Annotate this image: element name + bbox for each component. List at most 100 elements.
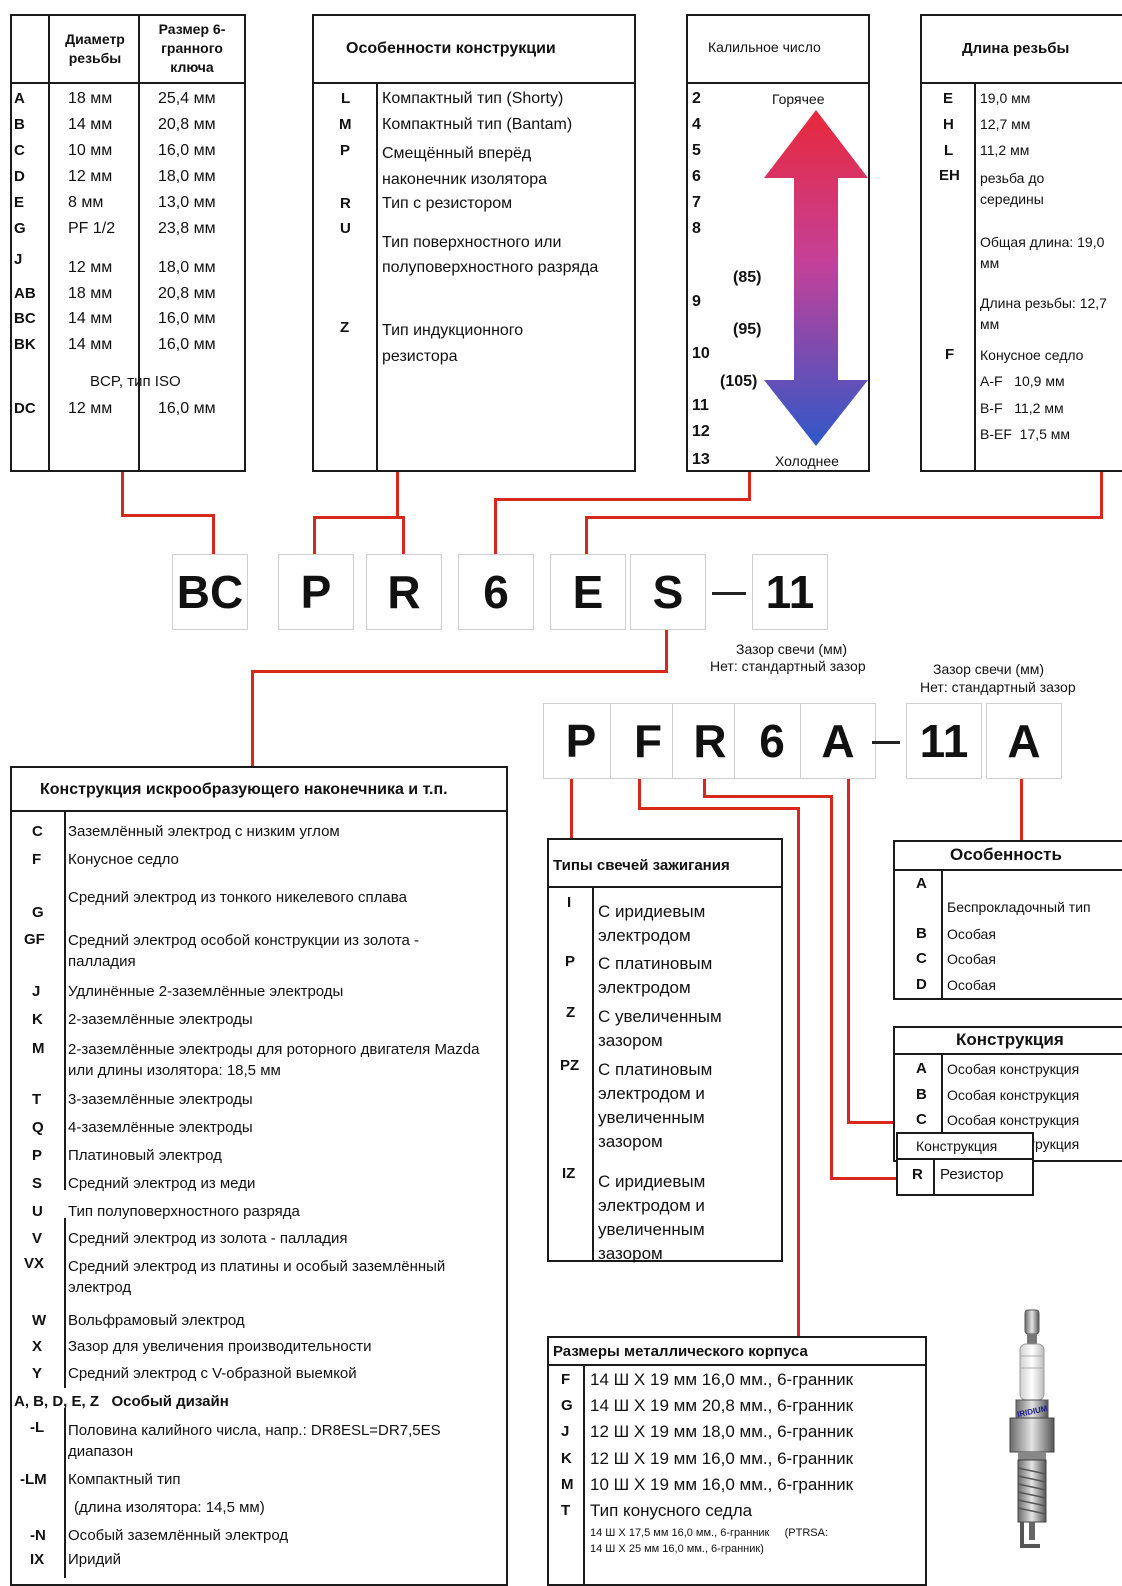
reach-text: Конусное седло [980,347,1084,363]
thread-diameter: 10 мм [68,142,113,159]
gap-label: Нет: стандартный зазор [920,679,1076,695]
divider [941,869,943,1000]
construction-code: A [916,1060,927,1077]
shell-size-box [547,1336,927,1586]
divider [547,886,783,888]
divider [48,14,50,472]
construction-title: Конструкция [956,1030,1064,1049]
connector-line [703,795,833,798]
reach-total-length: Общая длина: 19,0 мм [980,234,1105,271]
thread-diameter: 18 мм [68,90,113,107]
thread-code: J [14,251,23,268]
connector-line [396,472,399,518]
tip-code: K [32,1011,43,1028]
thread-diameter: 14 мм [68,336,113,353]
heat-number: 9 [692,293,701,310]
tip-code-N: -N [30,1527,46,1544]
thread-diameter: 14 мм [68,310,113,327]
types-text: С иридиевым электродом [598,902,706,945]
tip-construction-title: Конструкция искрообразующего наконечника… [40,781,448,798]
design-text: Тип индукционного резистора [382,322,524,365]
divider [312,82,636,84]
design-code-U: U [340,220,351,237]
code2-letter: 11 [906,703,982,779]
connector-line [847,1121,898,1124]
thread-code: G [14,220,26,237]
types-code: P [565,953,576,970]
divider [376,82,378,472]
tip-code-IX: IX [30,1551,45,1568]
code1-letter: P [278,554,354,630]
plug-types-title: Типы свечей зажигания [553,857,730,874]
feature-text: Особая [947,926,996,942]
design-text: Тип поверхностного или полуповерхностног… [382,234,599,276]
design-text: Компактный тип (Shorty) [382,90,564,107]
feature-code: A [916,875,927,892]
types-text: С платиновым электродом [598,954,713,997]
heat-number: 6 [692,168,701,185]
design-text: Смещённый вперёд наконечник изолятора [382,145,548,188]
shell-text: 12 Ш X 19 мм 16,0 мм., 6-гранник [590,1449,854,1468]
tip-code: C [32,823,43,840]
tip-text: Удлинённые 2-заземлённые электроды [68,983,344,1000]
design-code-M: M [339,116,352,133]
construction-text: Особая конструкция [947,1061,1080,1077]
connector-line [121,472,124,516]
connector-line [121,514,215,517]
divider [933,1158,935,1196]
tip-text: Тип полуповерхностного разряда [68,1203,300,1220]
tip-code: GF [24,931,45,948]
thread-wrench: 18,0 мм [158,259,216,276]
design-features-title: Особенности конструкции [346,40,556,57]
tip-text: Заземлённый электрод с низким углом [68,823,340,840]
heat-number: 2 [692,90,701,107]
feature-box [893,840,1122,1000]
thread-wrench: 16,0 мм [158,142,216,159]
types-code: Z [566,1004,576,1021]
tip-code-LM: -LM [20,1471,47,1488]
heat-number: 4 [692,116,701,133]
thread-wrench: 23,8 мм [158,220,216,237]
divider [896,1158,1034,1160]
divider [583,1364,585,1586]
reach-f-row: B-F 11,2 мм [980,400,1064,416]
bcp-note: BCP, тип ISO [90,373,181,390]
design-text: Тип с резистором [382,195,513,212]
shell-text: 12 Ш X 19 мм 18,0 мм., 6-гранник [590,1422,854,1441]
construction-code: B [916,1086,927,1103]
tip-text: Средний электрод с V-образной выемкой [68,1365,357,1382]
code1-letter: 11 [752,554,828,630]
tip-text: Средний электрод из платины и особый заз… [68,1258,446,1296]
thread-wrench: 18,0 мм [158,168,216,185]
reach-code-H: H [943,116,954,133]
heat-gradient-arrow-icon [764,110,868,446]
shell-code: J [561,1423,570,1440]
thread-wrench: 16,0 мм [158,400,216,417]
shell-text: 14 Ш X 19 мм 20,8 мм., 6-гранник [590,1396,854,1415]
thread-code: B [14,116,25,133]
thread-diameter: 12 мм [68,168,113,185]
tip-code-L: -L [30,1419,45,1436]
code2-dash [872,741,900,744]
thread-wrench: 20,8 мм [158,285,216,302]
connector-line [797,807,800,1337]
divider [10,810,508,812]
connector-line [1100,472,1103,518]
heat-number: 13 [692,451,710,468]
thread-diameter: 12 мм [68,400,113,417]
divider [941,1053,943,1162]
design-code-Z: Z [340,319,350,336]
code2-letter: A [800,703,876,779]
shell-small-note: 14 Ш X 25 мм 16,0 мм., 6-гранник) [590,1543,764,1555]
code1-letter: E [550,554,626,630]
col-header-wrench: Размер 6-гранного ключа [158,21,226,75]
feature-text: Особая [947,977,996,993]
thread-diameter: 8 мм [68,194,104,211]
tip-code: P [32,1147,43,1164]
connector-line [494,498,751,501]
thread-code: A [14,90,25,107]
heat-bracket: (105) [720,373,758,390]
types-text: С платиновым электродом и увеличенным за… [598,1060,713,1151]
tip-text: Половина калийного числа, напр.: DR8ESL=… [68,1422,441,1460]
reach-f-row: A-F 10,9 мм [980,373,1065,389]
